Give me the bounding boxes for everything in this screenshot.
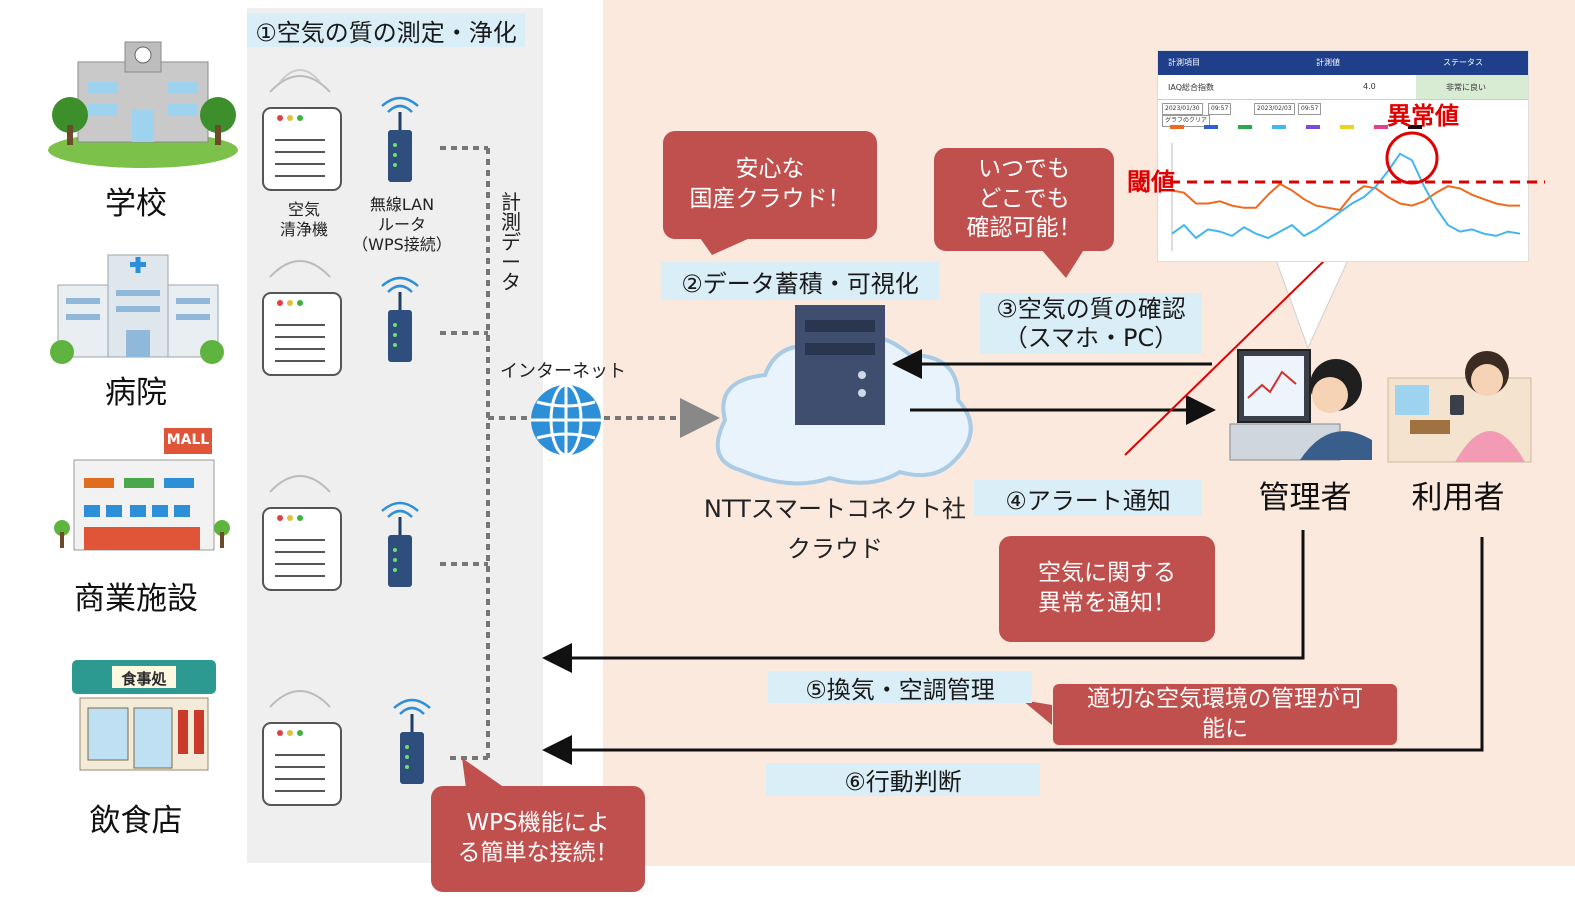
series-line-0 [1171,182,1520,212]
user-icon [1387,351,1532,463]
row-status-cell: 非常に良い [1416,75,1528,100]
date-from[interactable]: 2023/01/30 [1162,103,1203,115]
facility-school-label: 学校 [105,186,167,222]
clear-graph-button[interactable]: グラフのクリア [1162,115,1211,127]
anomaly-label: 異常値 [1387,102,1459,130]
series-line-1 [1171,152,1521,240]
anytime-bubble: いつでも どこでも 確認可能！ [934,148,1114,251]
router-label-line2: ルータ [377,215,426,234]
air-purifier-icons [262,69,342,806]
alert-bubble: 空気に関する 異常を通知！ [999,536,1215,642]
cloud-label: NTTスマートコネクト社 クラウド [700,490,970,569]
row-item: IAQ総合指数 [1168,83,1214,92]
facility-restaurant-label: 飲食店 [89,803,183,839]
dashboard-screenshot: 計測項目 計測値 ステータス IAQ総合指数 4.0 非常に良い 2023/01… [1157,50,1529,262]
step3-line2: （スマホ・PC） [1003,323,1179,352]
measurement-char: 測 [501,210,521,234]
bubble-line: 適切な空気環境の管理が可 [1087,685,1363,712]
iaq-line-chart [1171,143,1521,251]
mall-icon [54,428,230,551]
data-connectors [440,146,720,760]
bubble-tails [462,238,1085,788]
admin-icon [1229,349,1372,461]
legend-swatch [1408,125,1422,129]
purifier-label: 空気 清浄機 [266,200,342,240]
legend-swatch [1374,125,1388,129]
dashboard-header: 計測項目 計測値 ステータス [1158,51,1528,75]
header-item: 計測項目 [1168,58,1200,67]
wifi-router-icons [381,96,431,784]
bubble-line: る簡単な接続！ [457,840,619,866]
purifier-label-line1: 空気 [287,200,320,219]
domestic-cloud-bubble: 安心な 国産クラウド！ [663,131,877,239]
measurement-char: デ [501,230,521,254]
cloud-label-line2: クラウド [787,534,883,563]
bubble-line: 能に [1202,715,1248,742]
legend-swatch [1238,125,1252,129]
purifier-label-line2: 清浄機 [279,220,328,239]
row-value: 4.0 [1363,82,1376,91]
hospital-icon [50,254,224,364]
wps-bubble: WPS機能によ る簡単な接続！ [431,786,645,892]
bubble-line: 安心な [735,156,805,183]
facility-mall-label: 商業施設 [74,581,198,617]
bubble-line: 国産クラウド！ [689,186,851,212]
facility-hospital-label: 病院 [105,375,167,411]
internet-globe-icon [531,383,601,457]
bubble-line: どこでも [978,185,1070,212]
header-value: 計測値 [1316,58,1340,67]
router-label-line1: 無線LAN [369,195,435,214]
router-label: 無線LAN ルータ （WPS接続） [352,195,452,255]
step6-label: ⑥行動判断 [766,763,1040,796]
time-from[interactable]: 09:57 [1208,103,1232,115]
bubble-line: 異常を通知！ [1038,590,1176,616]
school-icon [48,41,238,168]
measurement-char: タ [501,270,521,294]
bubble-line: 空気に関する [1038,560,1176,587]
header-status: ステータス [1443,58,1483,67]
bubble-line: 確認可能！ [966,215,1082,242]
admin-label: 管理者 [1258,480,1352,516]
legend-swatch [1204,125,1218,129]
restaurant-sign-text: 食事処 [121,670,167,688]
time-to[interactable]: 09:57 [1298,103,1322,115]
step3-line1: ③空気の質の確認 [996,294,1186,323]
date-to[interactable]: 2023/02/03 [1254,103,1295,115]
internet-label: インターネット [500,361,626,382]
bubble-line: いつでも [978,155,1070,182]
legend-swatch [1170,125,1184,129]
step3-label: ③空気の質の確認 （スマホ・PC） [980,293,1202,354]
step2-label: ②データ蓄積・可視化 [661,262,939,300]
step4-label: ④アラート通知 [974,480,1202,516]
legend-swatches [1170,125,1520,130]
legend-swatch [1340,125,1354,129]
router-label-line3: （WPS接続） [352,235,452,254]
flow-arrows [542,349,1484,765]
threshold-label: 閾値 [1127,168,1175,196]
cloud-label-line1: NTTスマートコネクト社 [703,495,967,523]
legend-swatch [1272,125,1286,129]
measurement-char: ー [501,250,521,274]
step5-label: ⑤換気・空調管理 [768,671,1032,704]
bubble-line: WPS機能によ [466,810,610,837]
restaurant-icon [72,660,216,771]
management-bubble: 適切な空気環境の管理が可 能に [1053,684,1397,745]
legend-swatch [1306,125,1320,129]
measurement-char: 計 [501,190,521,214]
row-status: 非常に良い [1446,83,1486,92]
step1-label: ①空気の質の測定・浄化 [247,13,525,47]
user-label: 利用者 [1411,480,1505,516]
mall-sign-text: MALL [166,432,210,448]
measurement-data-label: 計 測 デ ー タ [499,192,523,292]
server-icon [795,305,885,425]
